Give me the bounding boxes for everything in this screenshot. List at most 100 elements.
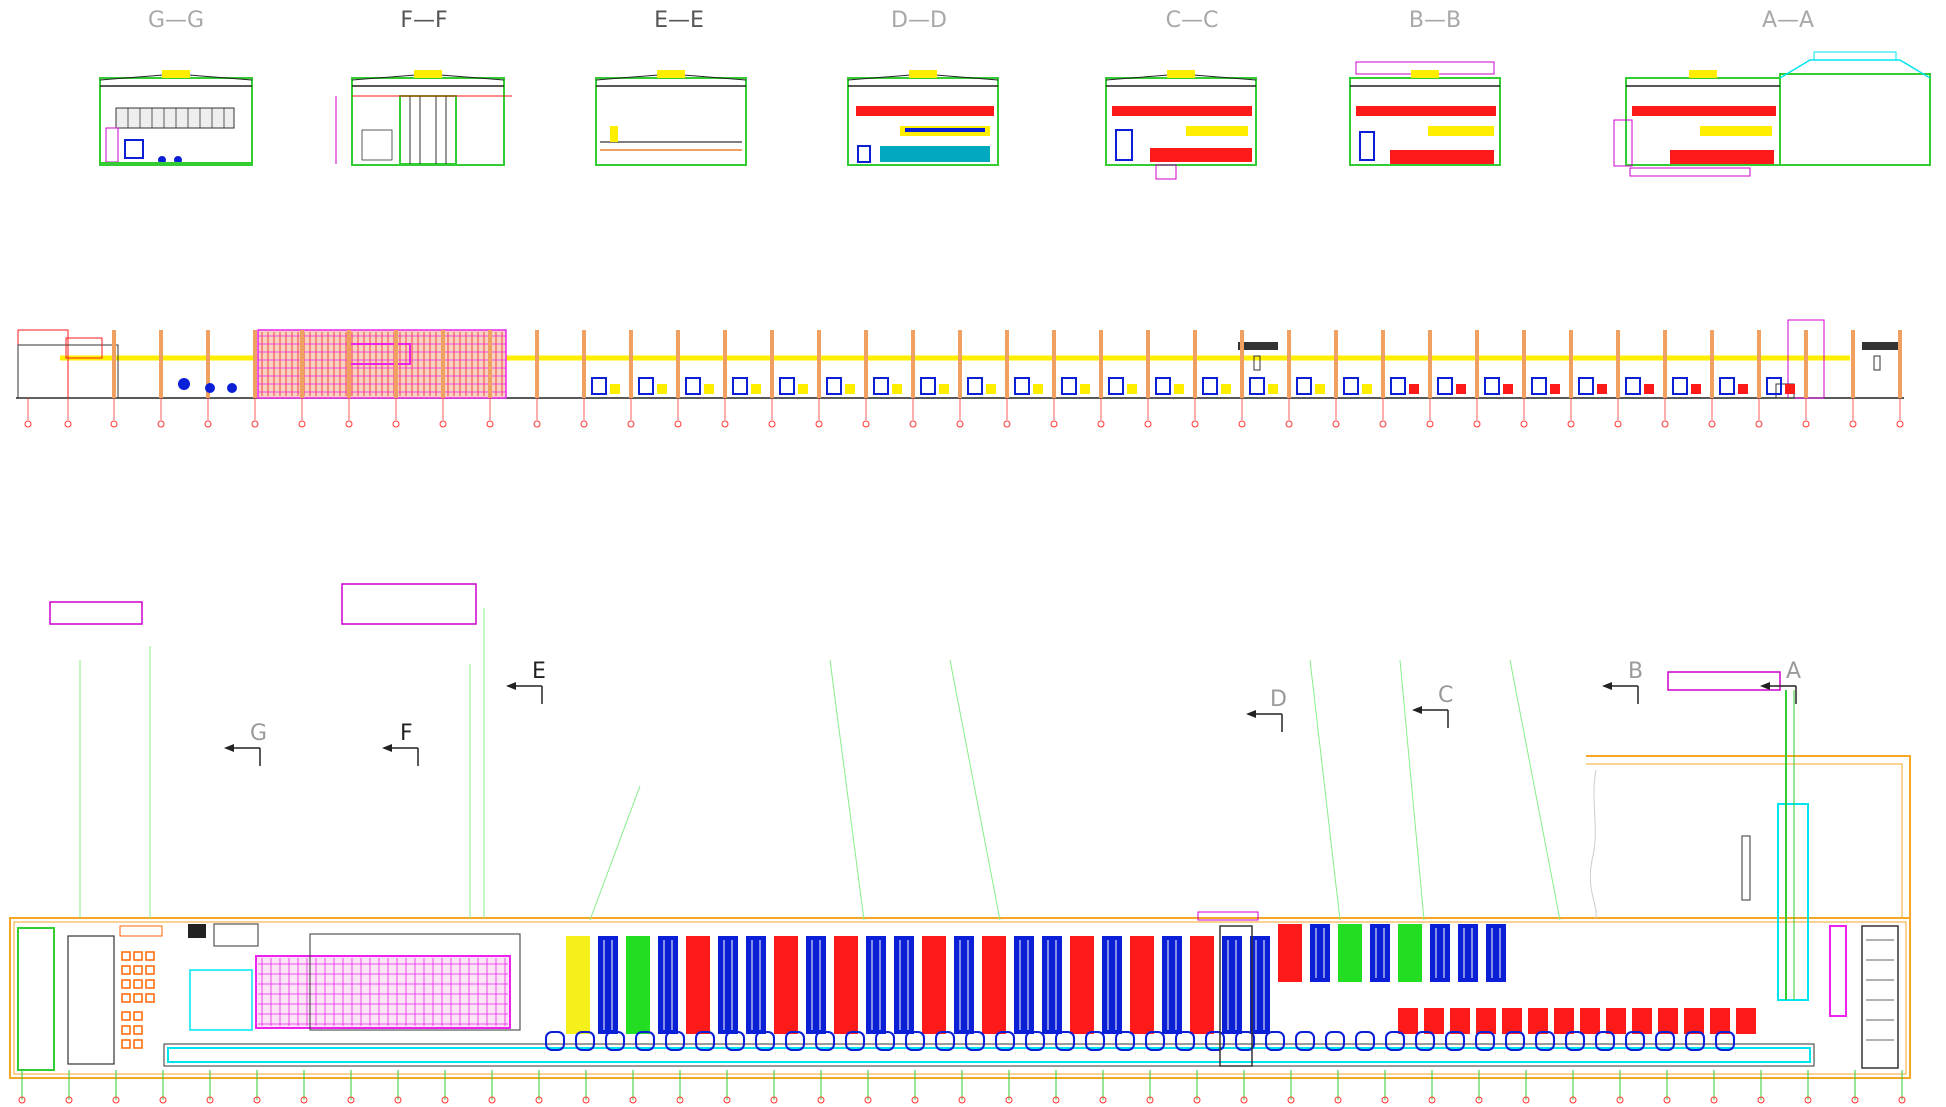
column-grid-bubble — [1708, 420, 1716, 428]
elevation-tank — [873, 377, 889, 395]
plan-seat — [133, 951, 143, 961]
section-view-b — [1349, 61, 1501, 166]
column-grid-bubble — [911, 1096, 919, 1104]
elevation-robot — [178, 378, 190, 390]
plan-station — [695, 1031, 715, 1051]
plan-station — [1175, 1031, 1195, 1051]
section-view-d — [847, 70, 999, 166]
elevation-column — [1804, 330, 1808, 398]
column-grid-bubble — [206, 1096, 214, 1104]
section-cut-letter-b: B — [1628, 659, 1643, 684]
elevation-station — [1080, 384, 1090, 394]
plan-tank — [658, 936, 678, 1034]
elevation-column — [159, 330, 163, 398]
plan-seat — [121, 951, 131, 961]
elevation-station — [1221, 384, 1231, 394]
plan-tank — [1222, 936, 1242, 1034]
plan-seat — [145, 965, 155, 975]
column-grid-bubble — [535, 1096, 543, 1104]
plan-tank — [598, 936, 618, 1034]
elevation-station — [1362, 384, 1372, 394]
elevation-station — [986, 384, 996, 394]
column-grid-bubble — [347, 1096, 355, 1104]
column-grid-bubble — [157, 420, 165, 428]
elevation-tank — [1719, 377, 1735, 395]
column-grid-bubble — [1569, 1096, 1577, 1104]
column-grid-bubble — [862, 420, 870, 428]
elevation-station — [751, 384, 761, 394]
column-grid-bubble — [1426, 420, 1434, 428]
plan-station — [605, 1031, 625, 1051]
elevation-tank — [685, 377, 701, 395]
elevation-column — [253, 330, 257, 398]
elevation-station — [1785, 384, 1795, 394]
plan-station — [1415, 1031, 1435, 1051]
plan-station — [635, 1031, 655, 1051]
plan-tank — [566, 936, 590, 1034]
column-grid-bubble — [300, 1096, 308, 1104]
plan-seat — [133, 1025, 143, 1035]
elevation-tank — [920, 377, 936, 395]
elevation-station — [1127, 384, 1137, 394]
plan-station — [845, 1031, 865, 1051]
elevation-tank — [1343, 377, 1359, 395]
column-grid-bubble — [1050, 420, 1058, 428]
elevation-column — [112, 330, 116, 398]
plan-station — [1295, 1031, 1315, 1051]
elevation-station — [1503, 384, 1513, 394]
elevation-column — [441, 330, 445, 398]
plan-station — [1595, 1031, 1615, 1051]
plan-station — [965, 1031, 985, 1051]
column-grid-bubble — [815, 420, 823, 428]
elevation-column — [676, 330, 680, 398]
column-grid-bubble — [1428, 1096, 1436, 1104]
elevation-view — [16, 319, 1904, 428]
plan-station — [1115, 1031, 1135, 1051]
elevation-column — [1287, 330, 1291, 398]
section-cut-letter-f: F — [400, 721, 413, 746]
elevation-column — [1193, 330, 1197, 398]
plan-tank — [834, 936, 858, 1034]
elevation-tank — [967, 377, 983, 395]
section-title-a: A—A — [1762, 8, 1814, 33]
section-cut-letter-a: A — [1786, 659, 1801, 684]
elevation-tank — [1578, 377, 1594, 395]
column-grid-bubble — [1851, 1096, 1859, 1104]
plan-tank — [1430, 924, 1450, 982]
plan-seat — [145, 951, 155, 961]
section-title-b: B—B — [1409, 8, 1461, 33]
elevation-tank — [1390, 377, 1406, 395]
elevation-column — [535, 330, 539, 398]
plan-station — [995, 1031, 1015, 1051]
column-grid-bubble — [64, 420, 72, 428]
plan-station — [1445, 1031, 1465, 1051]
column-grid-bubble — [582, 1096, 590, 1104]
elevation-column — [1005, 330, 1009, 398]
column-grid-bubble — [345, 420, 353, 428]
elevation-station — [939, 384, 949, 394]
plan-station — [905, 1031, 925, 1051]
plan-gantry — [1580, 1008, 1600, 1034]
column-grid-bubble — [1052, 1096, 1060, 1104]
elevation-station — [1268, 384, 1278, 394]
plan-seat — [133, 965, 143, 975]
section-view-a — [1613, 51, 1931, 177]
column-grid-bubble — [817, 1096, 825, 1104]
section-titles: G—G F—F E—E D—D C—C B—B A—A — [148, 8, 1814, 33]
plan-tank — [922, 936, 946, 1034]
column-grid-bubble — [1381, 1096, 1389, 1104]
elevation-tank — [1625, 377, 1641, 395]
elevation-tank — [1766, 377, 1782, 395]
column-grid-bubble — [1099, 1096, 1107, 1104]
section-cut-arrow-c: C — [1412, 683, 1453, 728]
column-grid-bubble — [721, 420, 729, 428]
elevation-column — [206, 330, 210, 398]
plan-tank — [1458, 924, 1478, 982]
column-grid-bubble — [1567, 420, 1575, 428]
elevation-station — [1644, 384, 1654, 394]
elevation-column — [629, 330, 633, 398]
plan-tank — [1070, 936, 1094, 1034]
elevation-tank — [1531, 377, 1547, 395]
section-cut-letter-d: D — [1270, 687, 1287, 712]
plan-gantry — [1476, 1008, 1496, 1034]
